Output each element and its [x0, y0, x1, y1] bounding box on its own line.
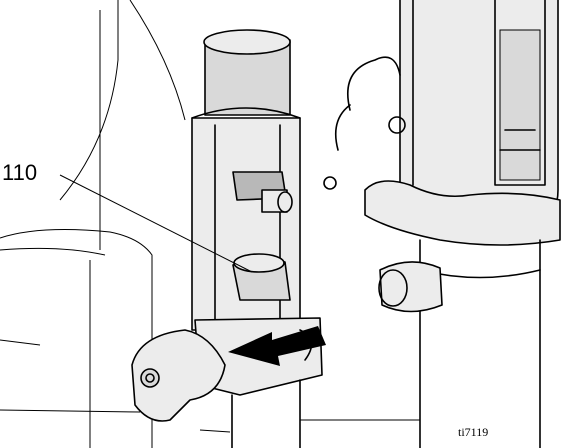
- upper-fitting: [232, 171, 293, 213]
- pump-housing: [323, 0, 561, 448]
- drain-plug-110: [232, 253, 291, 301]
- side-nut: [378, 261, 443, 313]
- background-housing-outline: [0, 0, 186, 448]
- callout-leader-line: [59, 174, 253, 273]
- valve-handle: [131, 329, 226, 422]
- base-frame: [0, 409, 420, 433]
- part-callout-label: 110: [2, 160, 38, 185]
- figure-id: ti7119: [458, 425, 489, 439]
- flow-direction-arrow: [228, 326, 326, 366]
